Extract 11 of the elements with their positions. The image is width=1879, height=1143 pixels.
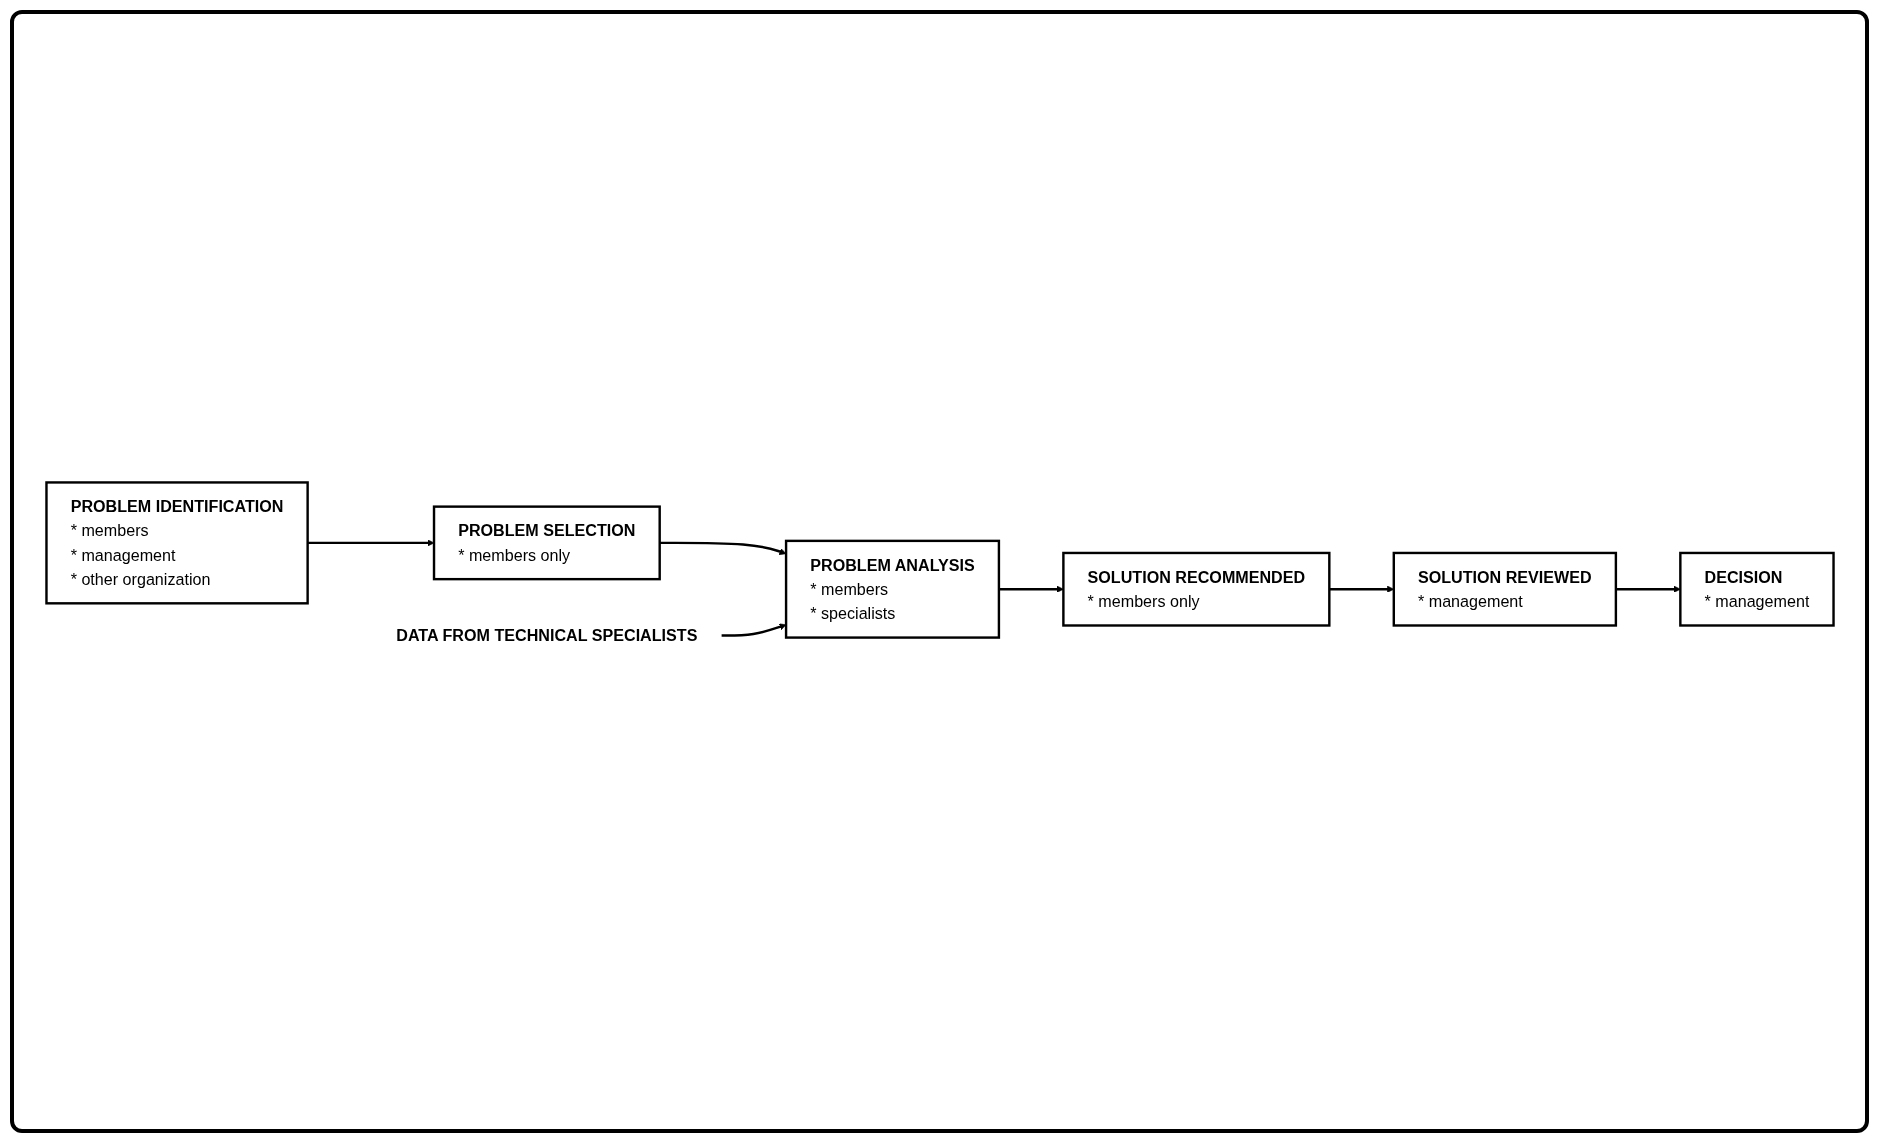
- node-box: PROBLEM ANALYSIS * members * specialists: [784, 540, 1000, 640]
- node-box: SOLUTION REVIEWED * management: [1392, 552, 1617, 628]
- arrow: [307, 539, 434, 547]
- node-box: PROBLEM IDENTIFICATION * members * management * other organization: [44, 481, 309, 605]
- arrow: [721, 623, 786, 638]
- node-box: DECISION * management: [1678, 552, 1835, 628]
- arrow: [659, 542, 786, 556]
- node-box: PROBLEM SELECTION * members only: [432, 505, 661, 581]
- arrow: [1328, 586, 1394, 594]
- node-box: SOLUTION RECOMMENDED * members only: [1061, 552, 1331, 628]
- node-text: DATA FROM TECHNICAL SPECIALISTS: [395, 627, 697, 645]
